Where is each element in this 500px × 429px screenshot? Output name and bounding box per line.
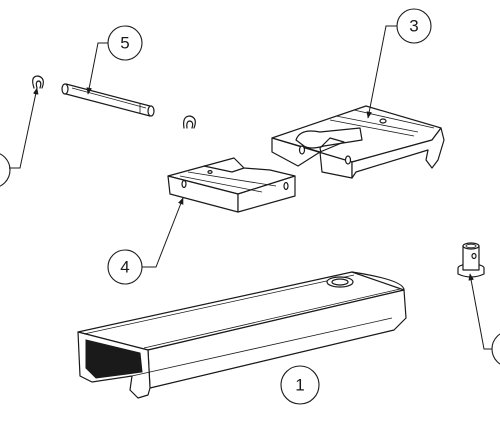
callout-1-balloon [280, 365, 320, 405]
part-4-lower-bracket [167, 157, 296, 213]
callout-4-label: 4 [120, 258, 129, 277]
bushing-part [457, 242, 485, 278]
callout-5-label: 5 [120, 34, 129, 53]
callout-3: 3 [366, 8, 432, 119]
callout-1: 1 [280, 365, 320, 405]
part-3-upper-bracket [271, 105, 445, 179]
retaining-clip-right [183, 115, 196, 129]
callout-left-clipped [0, 87, 39, 187]
retaining-clip-left [32, 75, 44, 89]
part-5-pin [61, 83, 155, 117]
callout-3-label: 3 [409, 17, 418, 36]
callout-1-label: 1 [295, 376, 304, 395]
callout-left-balloon [0, 153, 11, 187]
callout-right-balloon [491, 333, 500, 365]
callout-right-clipped [468, 273, 500, 365]
callout-4: 4 [107, 197, 184, 285]
callout-5: 5 [86, 25, 143, 95]
part-1-channel-rail [77, 271, 407, 399]
